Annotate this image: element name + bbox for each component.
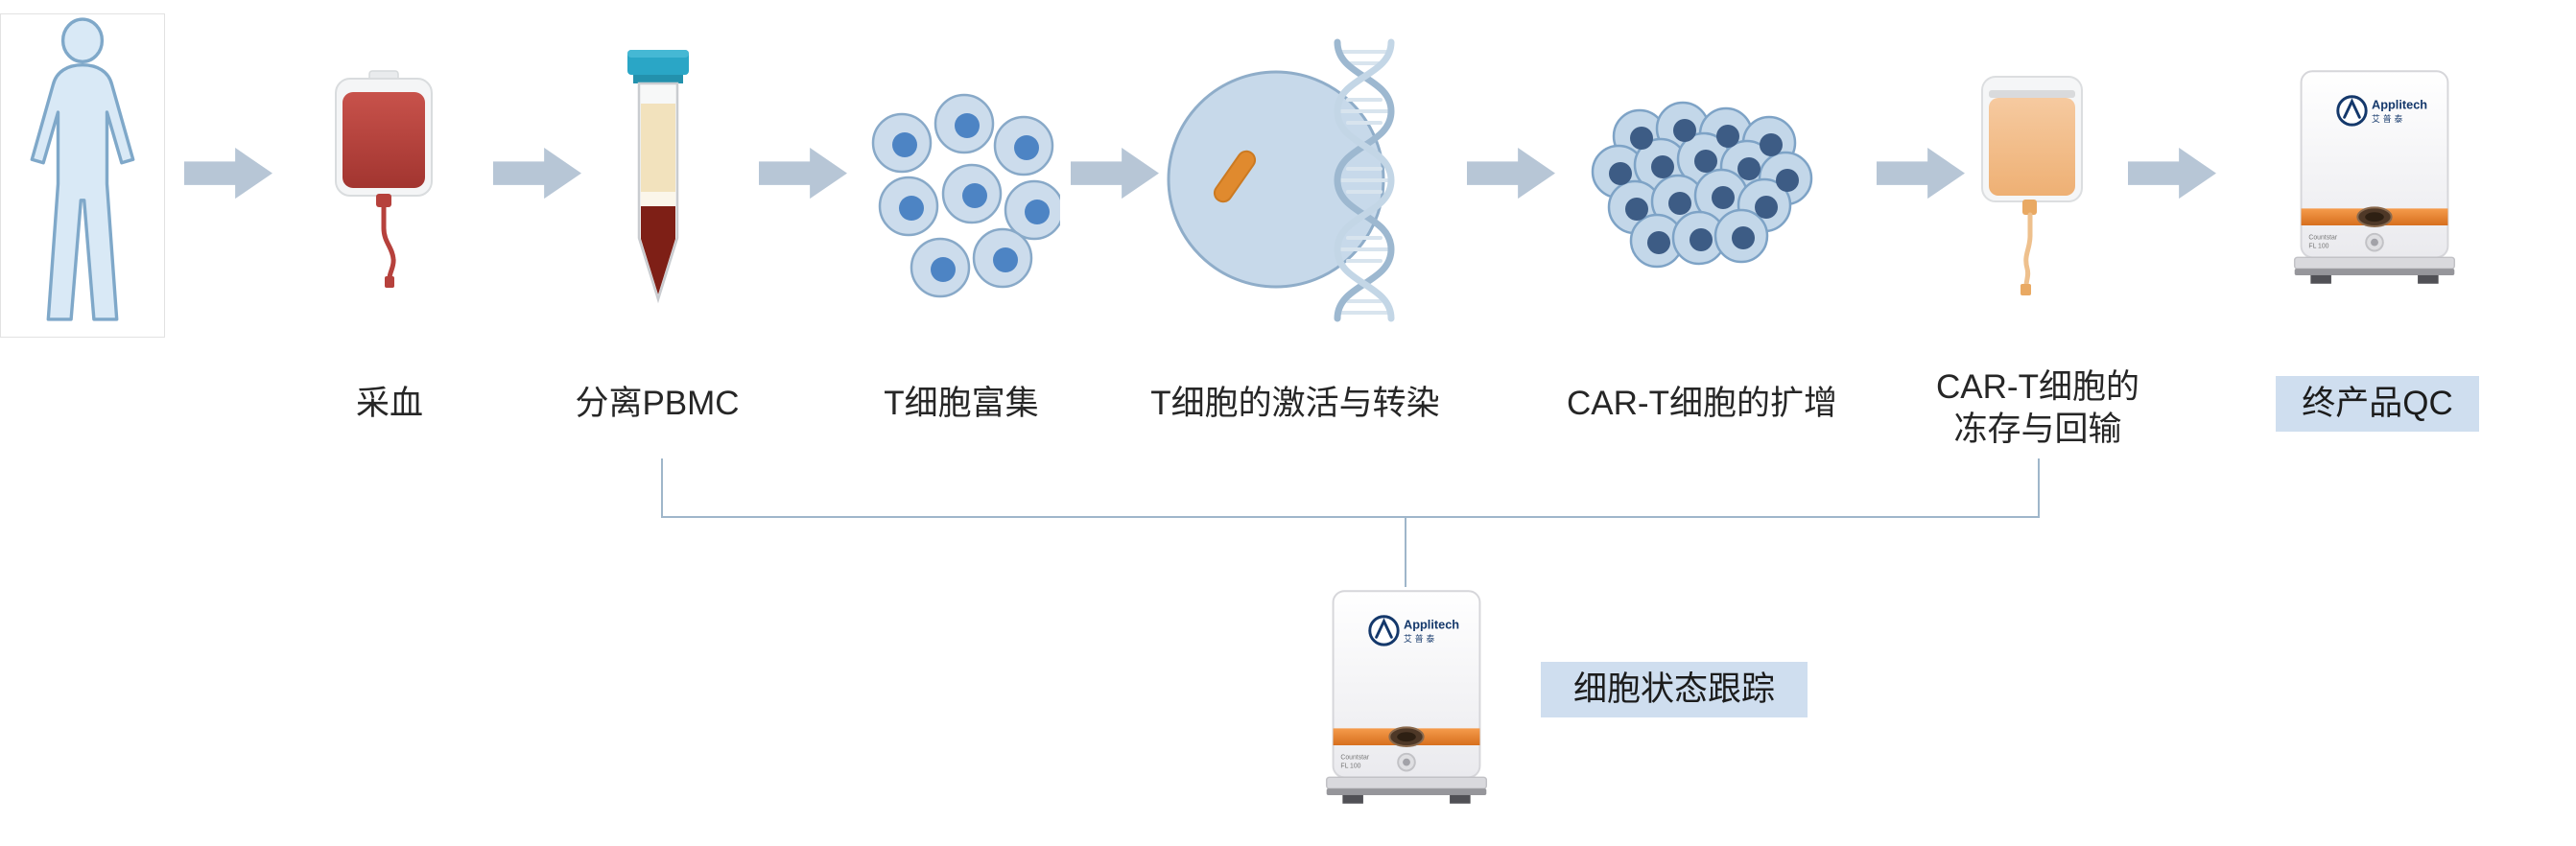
- bracket-left-stub: [661, 458, 663, 518]
- qc-instrument-icon: Applitech 艾普泰 Countstar FL 100: [2281, 67, 2469, 290]
- blood-bag-icon: [317, 69, 451, 292]
- cell-cluster-icon: [859, 93, 1060, 312]
- tracking-label: 细胞状态跟踪: [1541, 662, 1808, 717]
- model-number: FL 100: [1340, 764, 1360, 770]
- model-name: Countstar: [2308, 235, 2337, 242]
- step-label-t-cell-enrichment: T细胞富集: [884, 385, 1039, 422]
- flow-arrow-icon: [184, 146, 272, 200]
- flow-arrow-icon: [2128, 146, 2216, 200]
- step-label-cryo-reinfusion-line1: CAR-T细胞的: [1936, 368, 2139, 406]
- activation-dna-icon: [1166, 36, 1434, 326]
- step-label-final-product-qc: 终产品QC: [2276, 376, 2479, 432]
- flow-arrow-icon: [493, 146, 581, 200]
- bracket-center-drop: [1405, 516, 1406, 587]
- model-number: FL 100: [2308, 244, 2328, 250]
- flow-arrow-icon: [759, 146, 847, 200]
- flow-arrow-icon: [1877, 146, 1965, 200]
- expanded-cells-icon: [1582, 100, 1817, 290]
- human-body-icon: [30, 17, 135, 321]
- step-label-activation-transfection: T细胞的激活与转染: [1150, 385, 1440, 422]
- dna-rungs: [1337, 50, 1391, 315]
- brand-name: Applitech: [2372, 97, 2427, 111]
- flow-arrow-icon: [1071, 146, 1159, 200]
- model-name: Countstar: [1340, 755, 1369, 762]
- step-label-cryo-reinfusion-line2: 冻存与回输: [1953, 411, 2122, 448]
- brand-name-cn: 艾普泰: [2372, 113, 2405, 124]
- step-label-blood-collection: 采血: [355, 385, 423, 422]
- step-label-pbmc-separation: 分离PBMC: [575, 385, 740, 422]
- brand-name: Applitech: [1404, 617, 1459, 631]
- brand-name-cn: 艾普泰: [1404, 633, 1437, 644]
- bracket-right-stub: [2038, 458, 2040, 518]
- patient-image-frame: [0, 13, 165, 338]
- centrifuge-tube-icon: [610, 46, 706, 324]
- tracking-instrument-icon: Applitech 艾普泰 Countstar FL 100: [1312, 587, 1501, 810]
- infusion-bag-icon: [1963, 69, 2103, 299]
- step-label-cryo-reinfusion: CAR-T细胞的 冻存与回输: [1884, 366, 2191, 451]
- bracket-horizontal-line: [661, 516, 2040, 518]
- flow-arrow-icon: [1467, 146, 1555, 200]
- step-label-cart-expansion: CAR-T细胞的扩增: [1567, 385, 1837, 422]
